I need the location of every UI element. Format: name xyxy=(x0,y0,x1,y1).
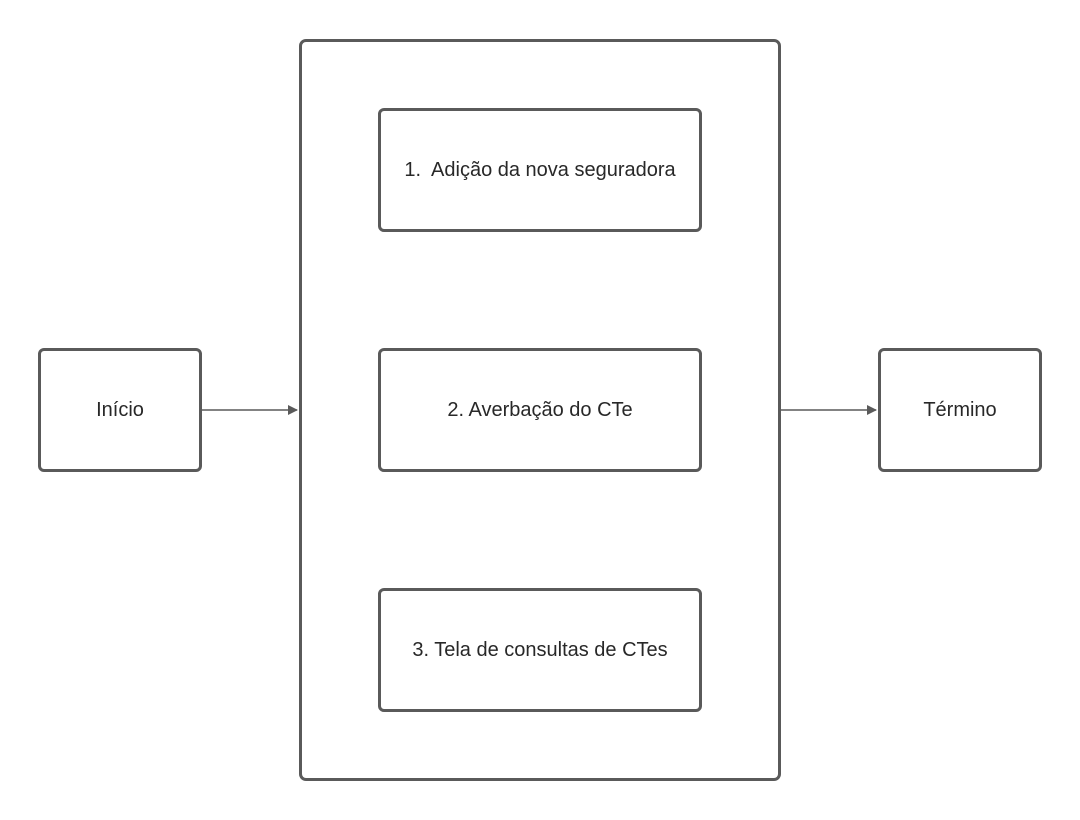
start-node: Início xyxy=(38,348,202,472)
start-node-label: Início xyxy=(96,398,144,421)
step-node-3: 3. Tela de consultas de CTes xyxy=(378,588,702,712)
step-node-2-label: 2. Averbação do CTe xyxy=(447,398,633,421)
step-node-1: 1. Adição da nova seguradora xyxy=(378,108,702,232)
step-node-3-label: 3. Tela de consultas de CTes xyxy=(412,638,668,661)
step-node-2: 2. Averbação do CTe xyxy=(378,348,702,472)
end-node-label: Término xyxy=(923,398,997,421)
end-node: Término xyxy=(878,348,1042,472)
step-node-1-label: 1. Adição da nova seguradora xyxy=(404,158,676,181)
